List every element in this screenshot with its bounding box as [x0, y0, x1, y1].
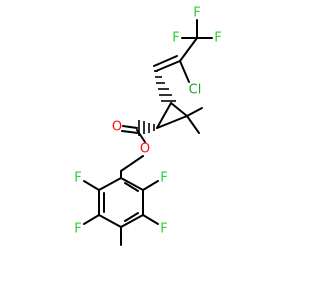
atom-o-ester: O [140, 142, 150, 157]
bond-ring-inner-1 [124, 182, 139, 192]
hashed-wedge-cyclopropane-ester [138, 120, 155, 136]
bond-c-o-ester [136, 129, 146, 143]
bond-methyl-2 [186, 115, 200, 134]
atom-f-ring-upper-left: F [74, 171, 81, 186]
atom-f-ring-lower-right: F [160, 222, 167, 237]
bond-methyl-1 [186, 107, 203, 117]
bond-cyclopropane-3 [156, 102, 172, 129]
bond-cyclopropane-1 [170, 102, 188, 117]
atom-f-cf3-left: F [172, 31, 179, 46]
bond-ring-3 [120, 214, 144, 228]
bond-cyclopropane-2 [156, 115, 188, 129]
atom-f-cf3-top: F [193, 6, 200, 21]
bond-carbonyl-double-1 [122, 125, 138, 129]
bond-ring-f-lower-left [83, 214, 100, 225]
bond-cf3-c [179, 37, 198, 62]
bond-ring-f-upper-left [83, 180, 100, 191]
bond-alkene-double-2 [153, 55, 178, 67]
bond-c-cl [179, 60, 190, 83]
atom-f-ring-upper-right: F [160, 171, 167, 186]
bond-carbonyl-double-2 [121, 130, 139, 134]
atom-cl: Cl [189, 83, 202, 98]
bond-alkene-double-1 [155, 60, 181, 72]
atom-o-carbonyl: O [112, 120, 122, 135]
bond-ring-f-upper-right [142, 180, 159, 191]
bond-ring-inner-2 [124, 212, 139, 222]
bond-o-ch2 [120, 155, 144, 172]
bond-ring-1 [120, 177, 144, 191]
molecule-structure: F F F Cl O O F F F F [74, 6, 222, 246]
bond-ring-f-lower-right [142, 214, 159, 225]
bond-ring-6 [98, 177, 122, 191]
hashed-wedge-vinyl-cyclopropane [154, 70, 176, 102]
atom-f-ring-lower-left: F [74, 222, 81, 237]
atom-f-cf3-right: F [214, 31, 221, 46]
bond-ring-4 [98, 214, 122, 228]
